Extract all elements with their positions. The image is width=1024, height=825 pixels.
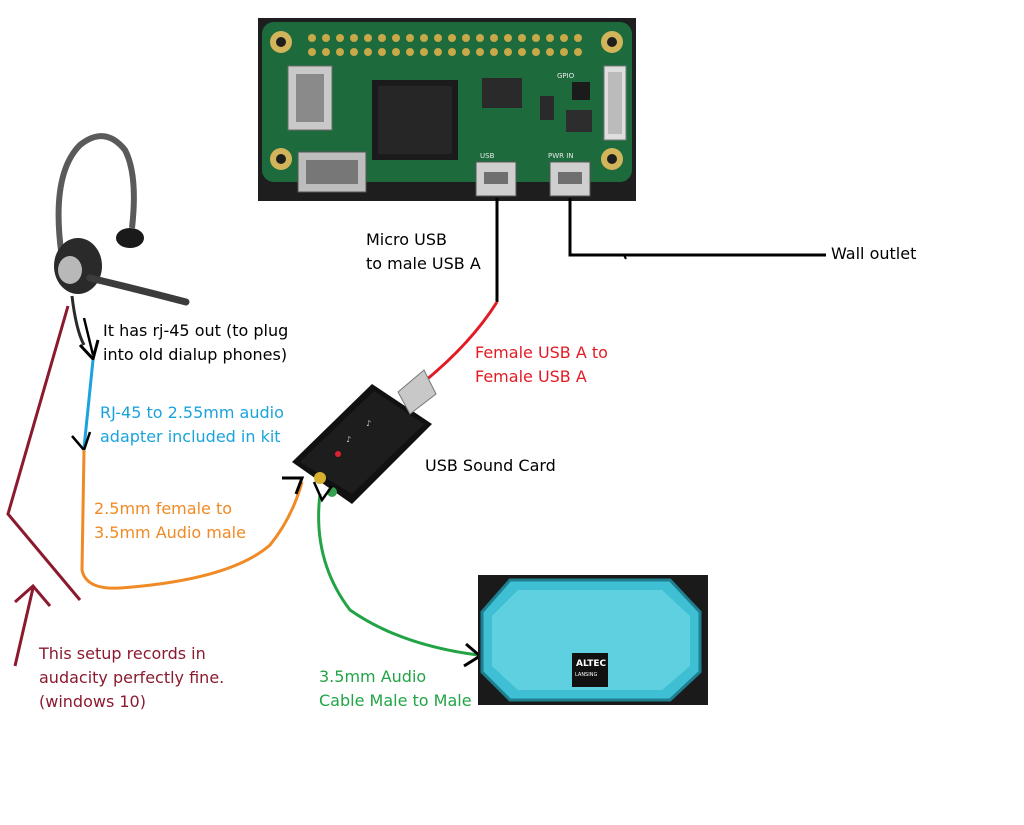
- gpio-pin: [364, 48, 372, 56]
- gpio-pin: [350, 48, 358, 56]
- raspberry-pi-board: GPIO USB PWR IN: [258, 18, 636, 201]
- rj45-adapter-line: [82, 359, 95, 449]
- gpio-pin: [378, 34, 386, 42]
- gpio-pin: [406, 34, 414, 42]
- gpio-pin: [546, 34, 554, 42]
- gpio-pin: [308, 34, 316, 42]
- gpio-pin: [434, 48, 442, 56]
- gpio-pin: [560, 34, 568, 42]
- gpio-pin: [560, 48, 568, 56]
- gpio-pin: [308, 48, 316, 56]
- headset: [54, 133, 190, 346]
- audio-25-35-cable: [80, 449, 304, 590]
- speaker-sub-brand: LANSING: [575, 672, 597, 678]
- usb-port-label: USB: [480, 152, 495, 160]
- gpio-pin: [462, 34, 470, 42]
- power-port-label: PWR IN: [548, 152, 574, 160]
- power-cable: [568, 198, 826, 257]
- wall-outlet-label: Wall outlet: [831, 244, 917, 263]
- usb-sound-card: ♪ ♪: [292, 369, 437, 504]
- gpio-label: GPIO: [557, 72, 575, 80]
- gpio-pin: [448, 34, 456, 42]
- audio-25-35-label: 2.5mm female to 3.5mm Audio male: [94, 499, 246, 542]
- setup-note-label: This setup records in audacity perfectly…: [39, 644, 225, 711]
- micro-usb-label: Micro USB to male USB A: [366, 230, 481, 273]
- audio-cable-label: 3.5mm Audio Cable Male to Male: [319, 667, 472, 710]
- gpio-pin: [518, 48, 526, 56]
- altec-lansing-speaker: ALTEC LANSING: [478, 575, 708, 705]
- gpio-pin: [462, 48, 470, 56]
- gpio-pin: [448, 48, 456, 56]
- arrow-down-icon: [78, 339, 100, 363]
- usb-sound-card-label: USB Sound Card: [425, 456, 556, 475]
- gpio-pin: [532, 34, 540, 42]
- gpio-pin: [574, 48, 582, 56]
- gpio-pin: [378, 48, 386, 56]
- gpio-pin: [420, 34, 428, 42]
- gpio-pin: [392, 34, 400, 42]
- gpio-pin: [322, 48, 330, 56]
- gpio-pin: [476, 48, 484, 56]
- female-usb-label: Female USB A to Female USB A: [475, 343, 608, 386]
- svg-text:♪: ♪: [346, 435, 351, 444]
- speaker-brand: ALTEC: [576, 659, 606, 669]
- gpio-pin: [364, 34, 372, 42]
- gpio-pin: [420, 48, 428, 56]
- arrow-down-icon: [71, 431, 92, 453]
- female-usb-cable: [419, 301, 499, 387]
- arrow-up-icon: [14, 583, 52, 607]
- gpio-pin: [350, 34, 358, 42]
- gpio-pin: [504, 48, 512, 56]
- rj45-out-label: It has rj-45 out (to plug into old dialu…: [103, 321, 289, 364]
- gpio-pin: [322, 34, 330, 42]
- arrow-down-icon: [312, 481, 334, 503]
- arrow-right-icon: [282, 476, 305, 495]
- gpio-pin: [504, 34, 512, 42]
- gpio-pin: [490, 34, 498, 42]
- gpio-pin: [406, 48, 414, 56]
- gpio-pin: [490, 48, 498, 56]
- gpio-pin: [574, 34, 582, 42]
- gpio-pin: [532, 48, 540, 56]
- gpio-pin: [546, 48, 554, 56]
- gpio-header: [308, 34, 582, 56]
- gpio-pin: [434, 34, 442, 42]
- gpio-pin: [476, 34, 484, 42]
- gpio-pin: [336, 34, 344, 42]
- gpio-pin: [392, 48, 400, 56]
- setup-bracket: [6, 305, 82, 601]
- gpio-pin: [518, 34, 526, 42]
- audio-cable-male-to-male: [317, 493, 479, 657]
- svg-text:♪: ♪: [366, 419, 371, 428]
- rj45-adapter-label: RJ-45 to 2.55mm audio adapter included i…: [100, 403, 284, 446]
- gpio-pin: [336, 48, 344, 56]
